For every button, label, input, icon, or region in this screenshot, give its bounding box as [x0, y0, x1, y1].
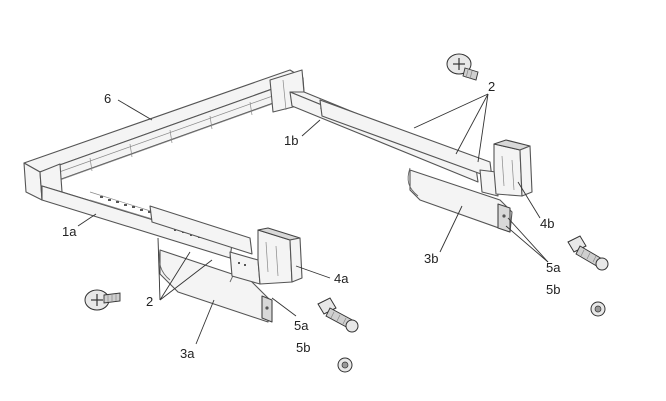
- bracket-part-3b: [407, 167, 513, 233]
- label-screw-2-right: 2: [488, 79, 495, 94]
- label-mount-4a: 4a: [334, 271, 349, 286]
- screw-2-left-icon: [84, 289, 121, 311]
- callout-labels: 6 1a 1b 2 2 3a 3b 4a 4b 5a 5b 5a 5b: [62, 79, 561, 361]
- label-rail-1b: 1b: [284, 133, 298, 148]
- label-bracket-3b: 3b: [424, 251, 438, 266]
- mount-4b-side: [519, 145, 533, 197]
- screw-5b-right-icon: [590, 301, 606, 317]
- mount-4a-side: [289, 237, 303, 283]
- mount-part-4a: [229, 227, 303, 285]
- screw-5a-left-icon: [317, 297, 359, 333]
- label-bracket-3a: 3a: [180, 346, 195, 361]
- rail-1a-slide: [149, 205, 253, 255]
- label-frame: 6: [104, 91, 111, 106]
- label-screw-5b-right: 5b: [546, 282, 560, 297]
- label-screw-5a-right: 5a: [546, 260, 561, 275]
- label-rail-1a: 1a: [62, 224, 77, 239]
- label-screw-2-left: 2: [146, 294, 153, 309]
- leader-lines: [77, 93, 549, 345]
- screw-2-right-icon: [446, 53, 479, 81]
- label-mount-4b: 4b: [540, 216, 554, 231]
- screw-5a-right-icon: [567, 235, 609, 271]
- mount-part-4b: [479, 139, 533, 197]
- label-screw-5b-left: 5b: [296, 340, 310, 355]
- frame-back-rail: [23, 69, 304, 173]
- rail-part-1b: [289, 91, 493, 183]
- label-screw-5a-left: 5a: [294, 318, 309, 333]
- mount-4b-body: [493, 143, 523, 197]
- rail-1a-face: [41, 185, 233, 259]
- rail-part-1a: [41, 185, 253, 259]
- mount-4b-base: [479, 169, 499, 197]
- rail-1b-slide: [319, 99, 493, 179]
- screw-5b-left-icon: [337, 357, 353, 373]
- bracket-3b-tab: [497, 203, 511, 233]
- frame-part-6: [23, 69, 306, 201]
